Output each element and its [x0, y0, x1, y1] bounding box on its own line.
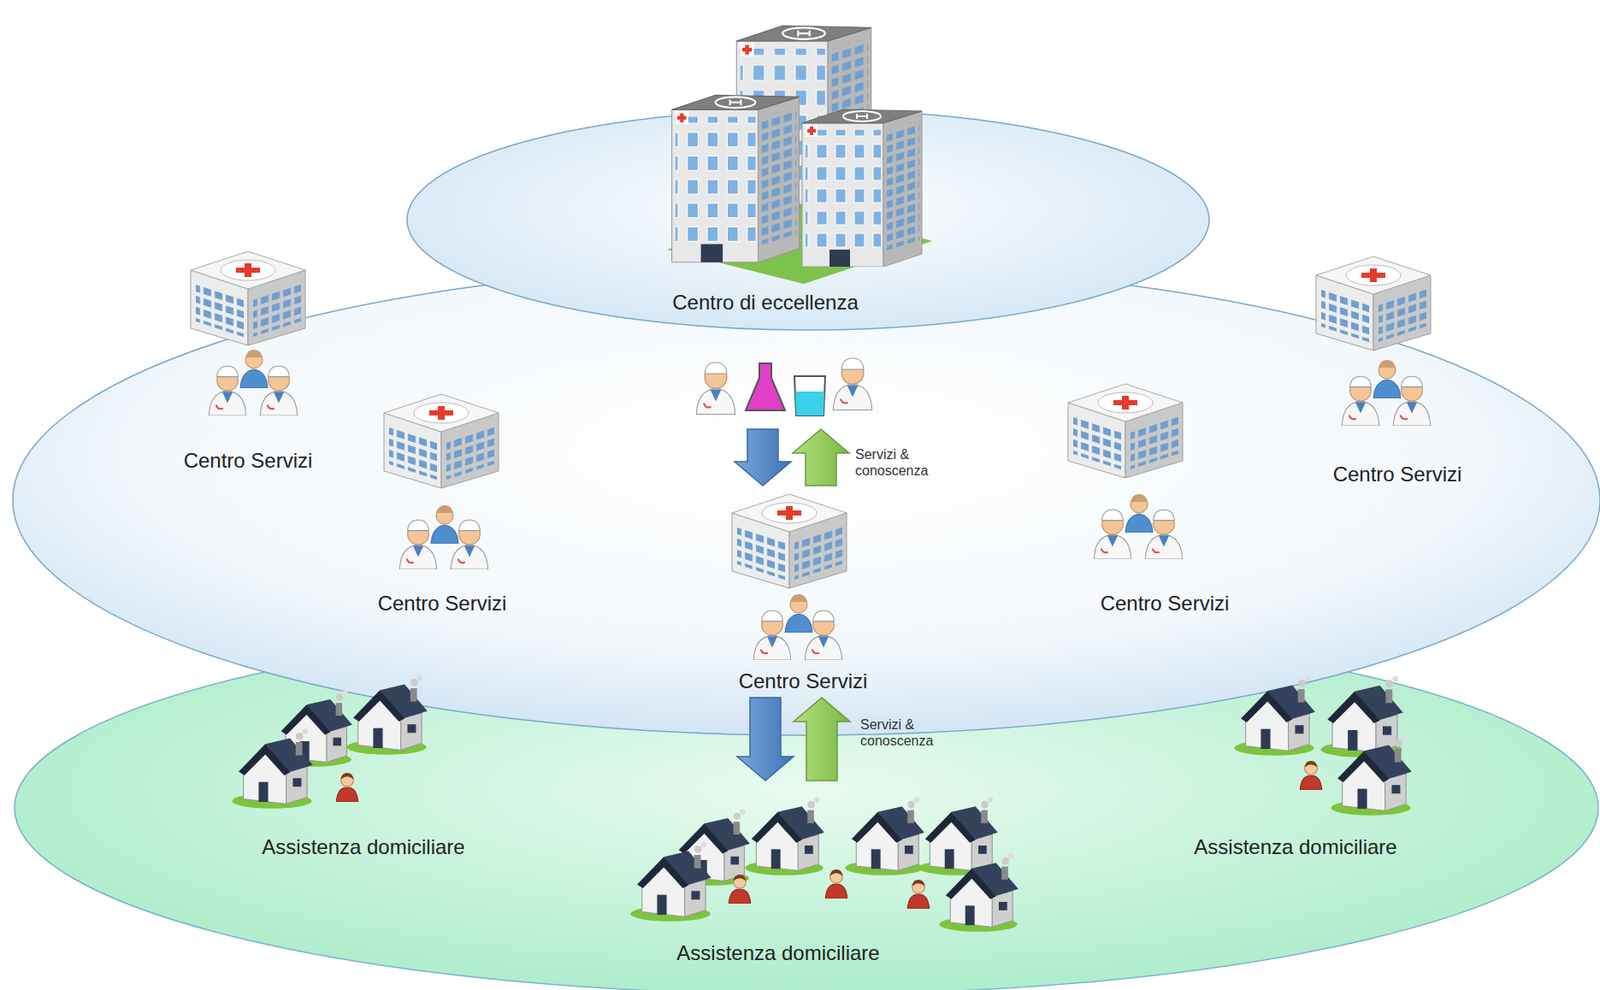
- node-label: Centro Servizi: [183, 448, 313, 473]
- block-arrow: [734, 429, 792, 486]
- node-label: Centro Servizi: [738, 669, 868, 694]
- service-staff: [208, 349, 1430, 661]
- homes: [231, 674, 1412, 932]
- labeled-icon: Centro Servizi: [717, 485, 889, 698]
- arrow-label: Servizi & conoscenza: [860, 716, 957, 750]
- labeled-icon: Centro di eccellenza: [662, 10, 930, 430]
- labeled-icon: Assistenza domiciliare: [243, 667, 484, 865]
- home-care-band: [14, 621, 1599, 990]
- service-center-icons: [190, 251, 1431, 589]
- labeled-icon: Assistenza domiciliare: [1175, 667, 1416, 865]
- block-arrow: [792, 429, 850, 486]
- node-label: Assistenza domiciliare: [1193, 835, 1397, 860]
- labeled-icon: Assistenza domiciliare: [622, 780, 1034, 980]
- hospital-towers: [667, 25, 933, 284]
- labeled-icon: Centro Servizi: [356, 384, 528, 620]
- node-label: Centro Servizi: [1100, 591, 1230, 616]
- node-label: Assistenza domiciliare: [261, 835, 465, 860]
- labeled-icon: Centro Servizi: [1079, 376, 1251, 620]
- research-staff: [696, 358, 872, 416]
- arrow-label: Servizi & conoscenza: [855, 446, 951, 479]
- labeled-icon: Centro Servizi: [1311, 249, 1483, 490]
- node-label: Centro di eccellenza: [672, 290, 858, 315]
- labeled-icon: Centro Servizi: [171, 244, 334, 478]
- node-label: Assistenza domiciliare: [676, 941, 880, 966]
- excellence-band: [407, 109, 1210, 331]
- node-label: Centro Servizi: [1333, 462, 1463, 487]
- block-arrow: [793, 697, 851, 781]
- block-arrow: [737, 697, 794, 781]
- node-label: Centro Servizi: [377, 591, 508, 616]
